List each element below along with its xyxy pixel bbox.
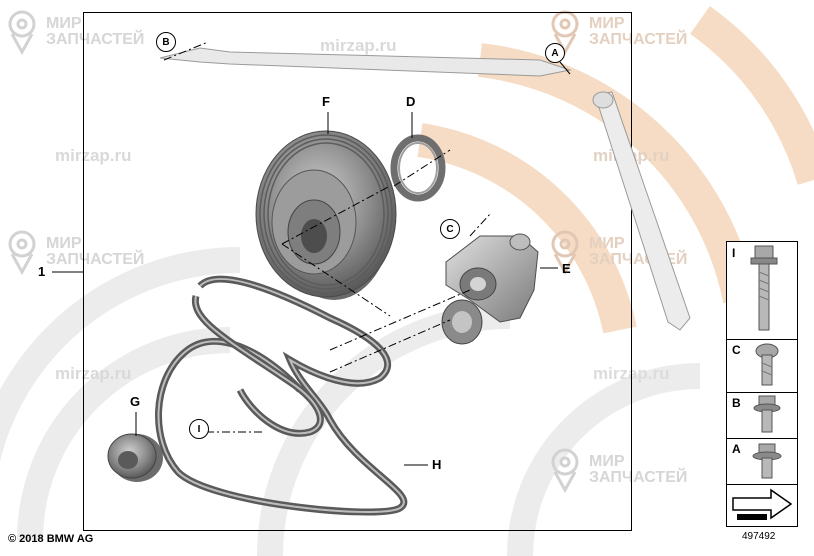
flange-bolt-icon — [753, 395, 781, 433]
special-tool-bar — [159, 47, 691, 331]
fastener-legend: I C B A — [726, 241, 798, 527]
callout-kit: 1 — [38, 264, 46, 279]
ribbed-v-belt-large — [155, 275, 408, 516]
callout-e: E — [562, 261, 571, 276]
watermark-site: mirzap.ru — [320, 36, 397, 55]
assembly-lines — [163, 41, 491, 433]
callout-ring-a: A — [545, 43, 565, 63]
vibration-damper-pulley — [255, 130, 397, 300]
callout-g: G — [130, 394, 141, 409]
callout-f: F — [322, 94, 330, 109]
belt-tensioner — [441, 233, 539, 345]
collar-bolt-icon — [752, 443, 782, 479]
arrow-icon — [732, 488, 793, 520]
callout-ring-b: B — [156, 32, 176, 52]
ribbed-v-belt-small — [191, 295, 324, 437]
legend-item: A — [727, 438, 797, 485]
legend-item: C — [727, 339, 797, 393]
seal-ring — [390, 134, 446, 202]
legend-item: B — [727, 392, 797, 439]
legend-item: I — [727, 242, 797, 340]
watermark-site: mirzap.ru — [55, 146, 132, 165]
long-bolt-icon — [750, 245, 778, 331]
leader-lines — [52, 61, 571, 466]
document-number: 497492 — [742, 531, 776, 542]
watermark-site: mirzap.ru — [55, 364, 132, 383]
legend-arrow — [727, 484, 797, 526]
idler-pulley — [107, 433, 163, 482]
callout-h: H — [432, 457, 442, 472]
copyright: © 2018 BMW AG — [8, 533, 94, 545]
callout-ring-c: C — [440, 219, 460, 239]
callout-ring-i: I — [189, 419, 209, 439]
callout-d: D — [406, 94, 416, 109]
short-bolt-icon — [755, 343, 779, 386]
